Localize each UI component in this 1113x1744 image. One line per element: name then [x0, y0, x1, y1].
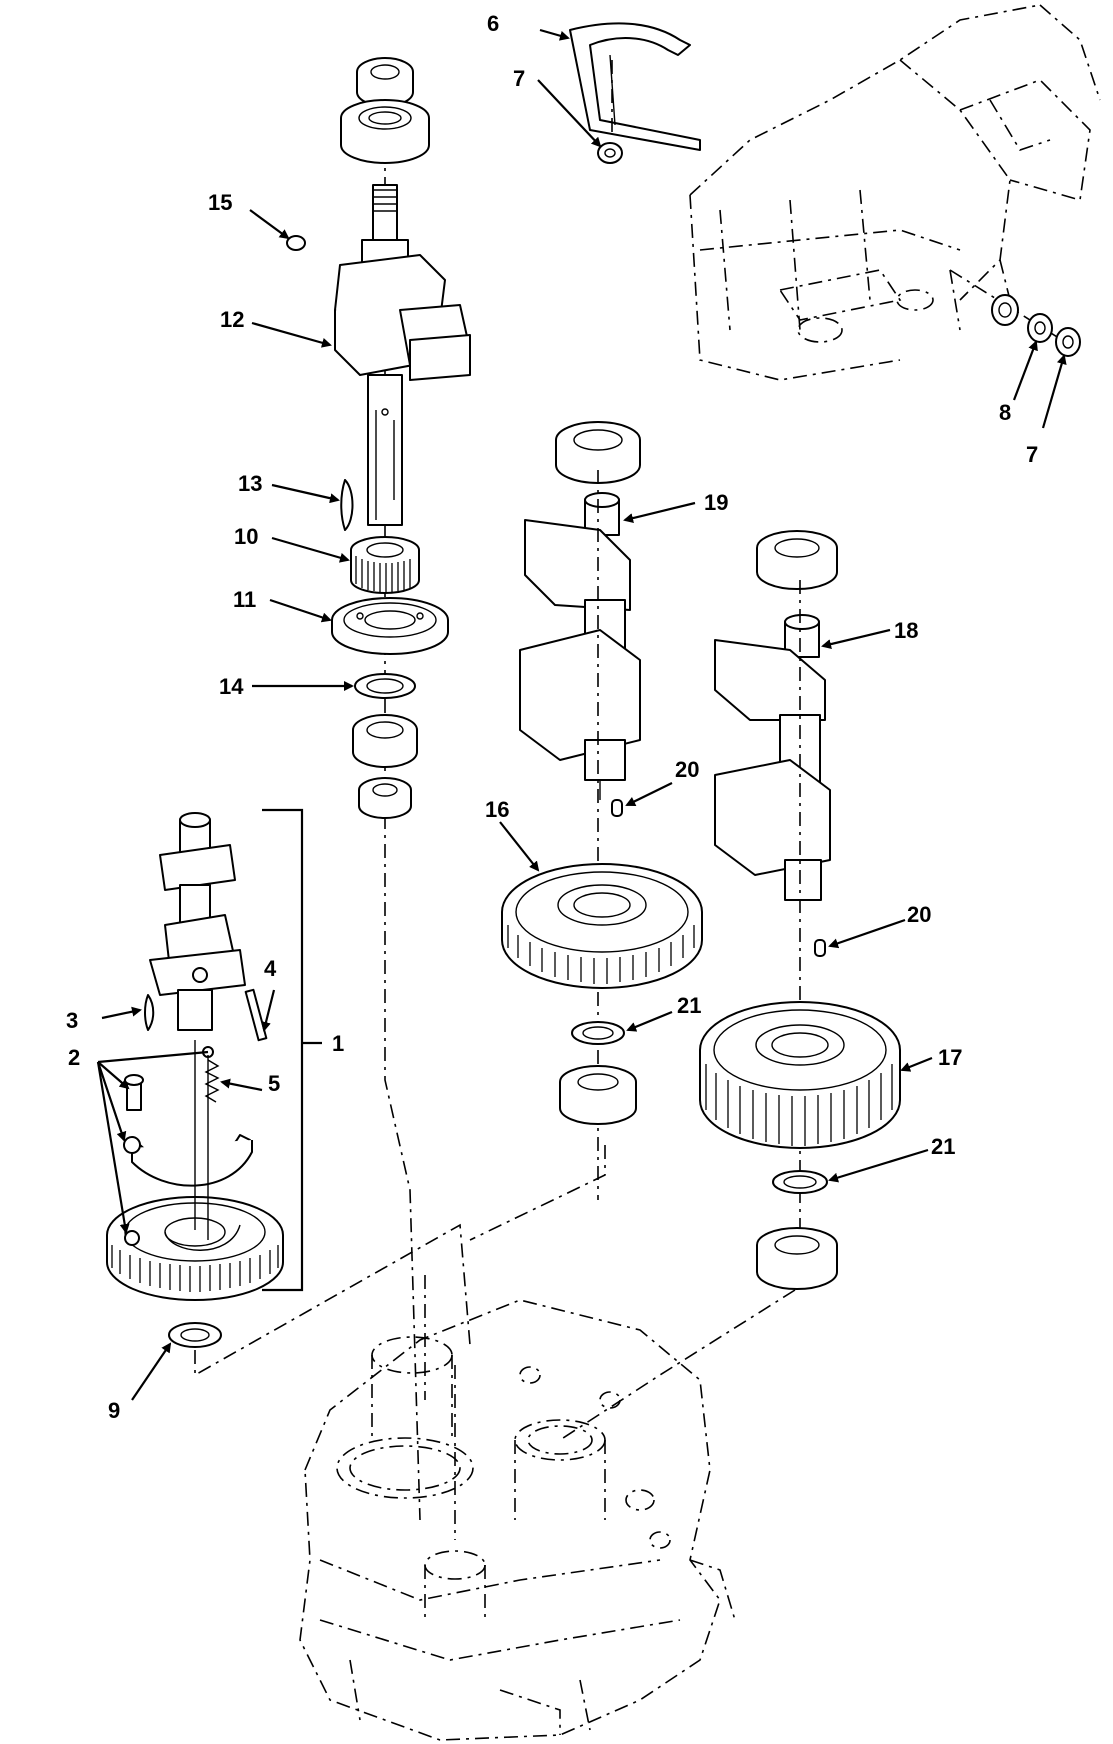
gear-housing-lower — [299, 1299, 736, 1741]
callout-labels: 6 7 8 7 15 12 13 10 11 14 19 18 20 16 20… — [66, 11, 1038, 1423]
bearing-17-lower — [756, 1227, 838, 1290]
washer-21-right — [772, 1170, 828, 1194]
callout-21-right: 21 — [931, 1134, 955, 1159]
balance-shaft-18 — [714, 614, 831, 901]
leader-lines — [96, 28, 1067, 1401]
crankcase-housing-upper — [689, 4, 1101, 381]
bearing-seal-top — [356, 57, 414, 107]
plug-and-washers — [949, 269, 1081, 357]
callout-14: 14 — [219, 674, 244, 699]
callout-12: 12 — [220, 307, 244, 332]
callout-16: 16 — [485, 797, 509, 822]
callout-15: 15 — [208, 190, 232, 215]
bearing-16-lower — [559, 1065, 637, 1125]
key-20-upper — [611, 799, 623, 817]
callout-19: 19 — [704, 490, 728, 515]
callout-8: 8 — [999, 400, 1011, 425]
callout-3: 3 — [66, 1008, 78, 1033]
camshaft-assembly-1 — [106, 812, 284, 1301]
callout-2: 2 — [68, 1045, 80, 1070]
callout-13: 13 — [238, 471, 262, 496]
callout-5: 5 — [268, 1071, 280, 1096]
seal-lower — [358, 777, 412, 819]
callout-18: 18 — [894, 618, 918, 643]
washer-14 — [354, 673, 416, 699]
gear-10 — [350, 536, 420, 594]
callout-10: 10 — [234, 524, 258, 549]
callout-7-right: 7 — [1026, 442, 1038, 467]
callout-1: 1 — [332, 1031, 344, 1056]
gear-16 — [501, 863, 703, 989]
dipstick-tube — [569, 22, 701, 151]
washer-9 — [168, 1322, 222, 1348]
callout-17: 17 — [938, 1045, 962, 1070]
bearing-19-top — [555, 421, 641, 484]
crankshaft-12 — [334, 184, 471, 526]
bearing-18-top — [756, 530, 838, 590]
callout-20-upper: 20 — [675, 757, 699, 782]
callout-9: 9 — [108, 1398, 120, 1423]
callout-6: 6 — [487, 11, 499, 36]
callout-11: 11 — [233, 587, 256, 612]
callout-21-left: 21 — [677, 993, 701, 1018]
woodruff-key-15 — [286, 235, 306, 251]
ball-bearing-lower — [352, 714, 418, 768]
callout-7-top: 7 — [513, 66, 525, 91]
callout-20-lower: 20 — [907, 902, 931, 927]
callout-4: 4 — [264, 956, 277, 981]
ball-bearing-top — [340, 99, 430, 164]
washer-7-top — [597, 142, 623, 164]
woodruff-key-13 — [340, 479, 354, 531]
gear-17 — [699, 1001, 901, 1149]
gear-11 — [331, 597, 449, 655]
balance-shaft-19 — [519, 492, 641, 800]
washer-21-left — [571, 1021, 625, 1045]
key-20-lower — [814, 939, 826, 957]
